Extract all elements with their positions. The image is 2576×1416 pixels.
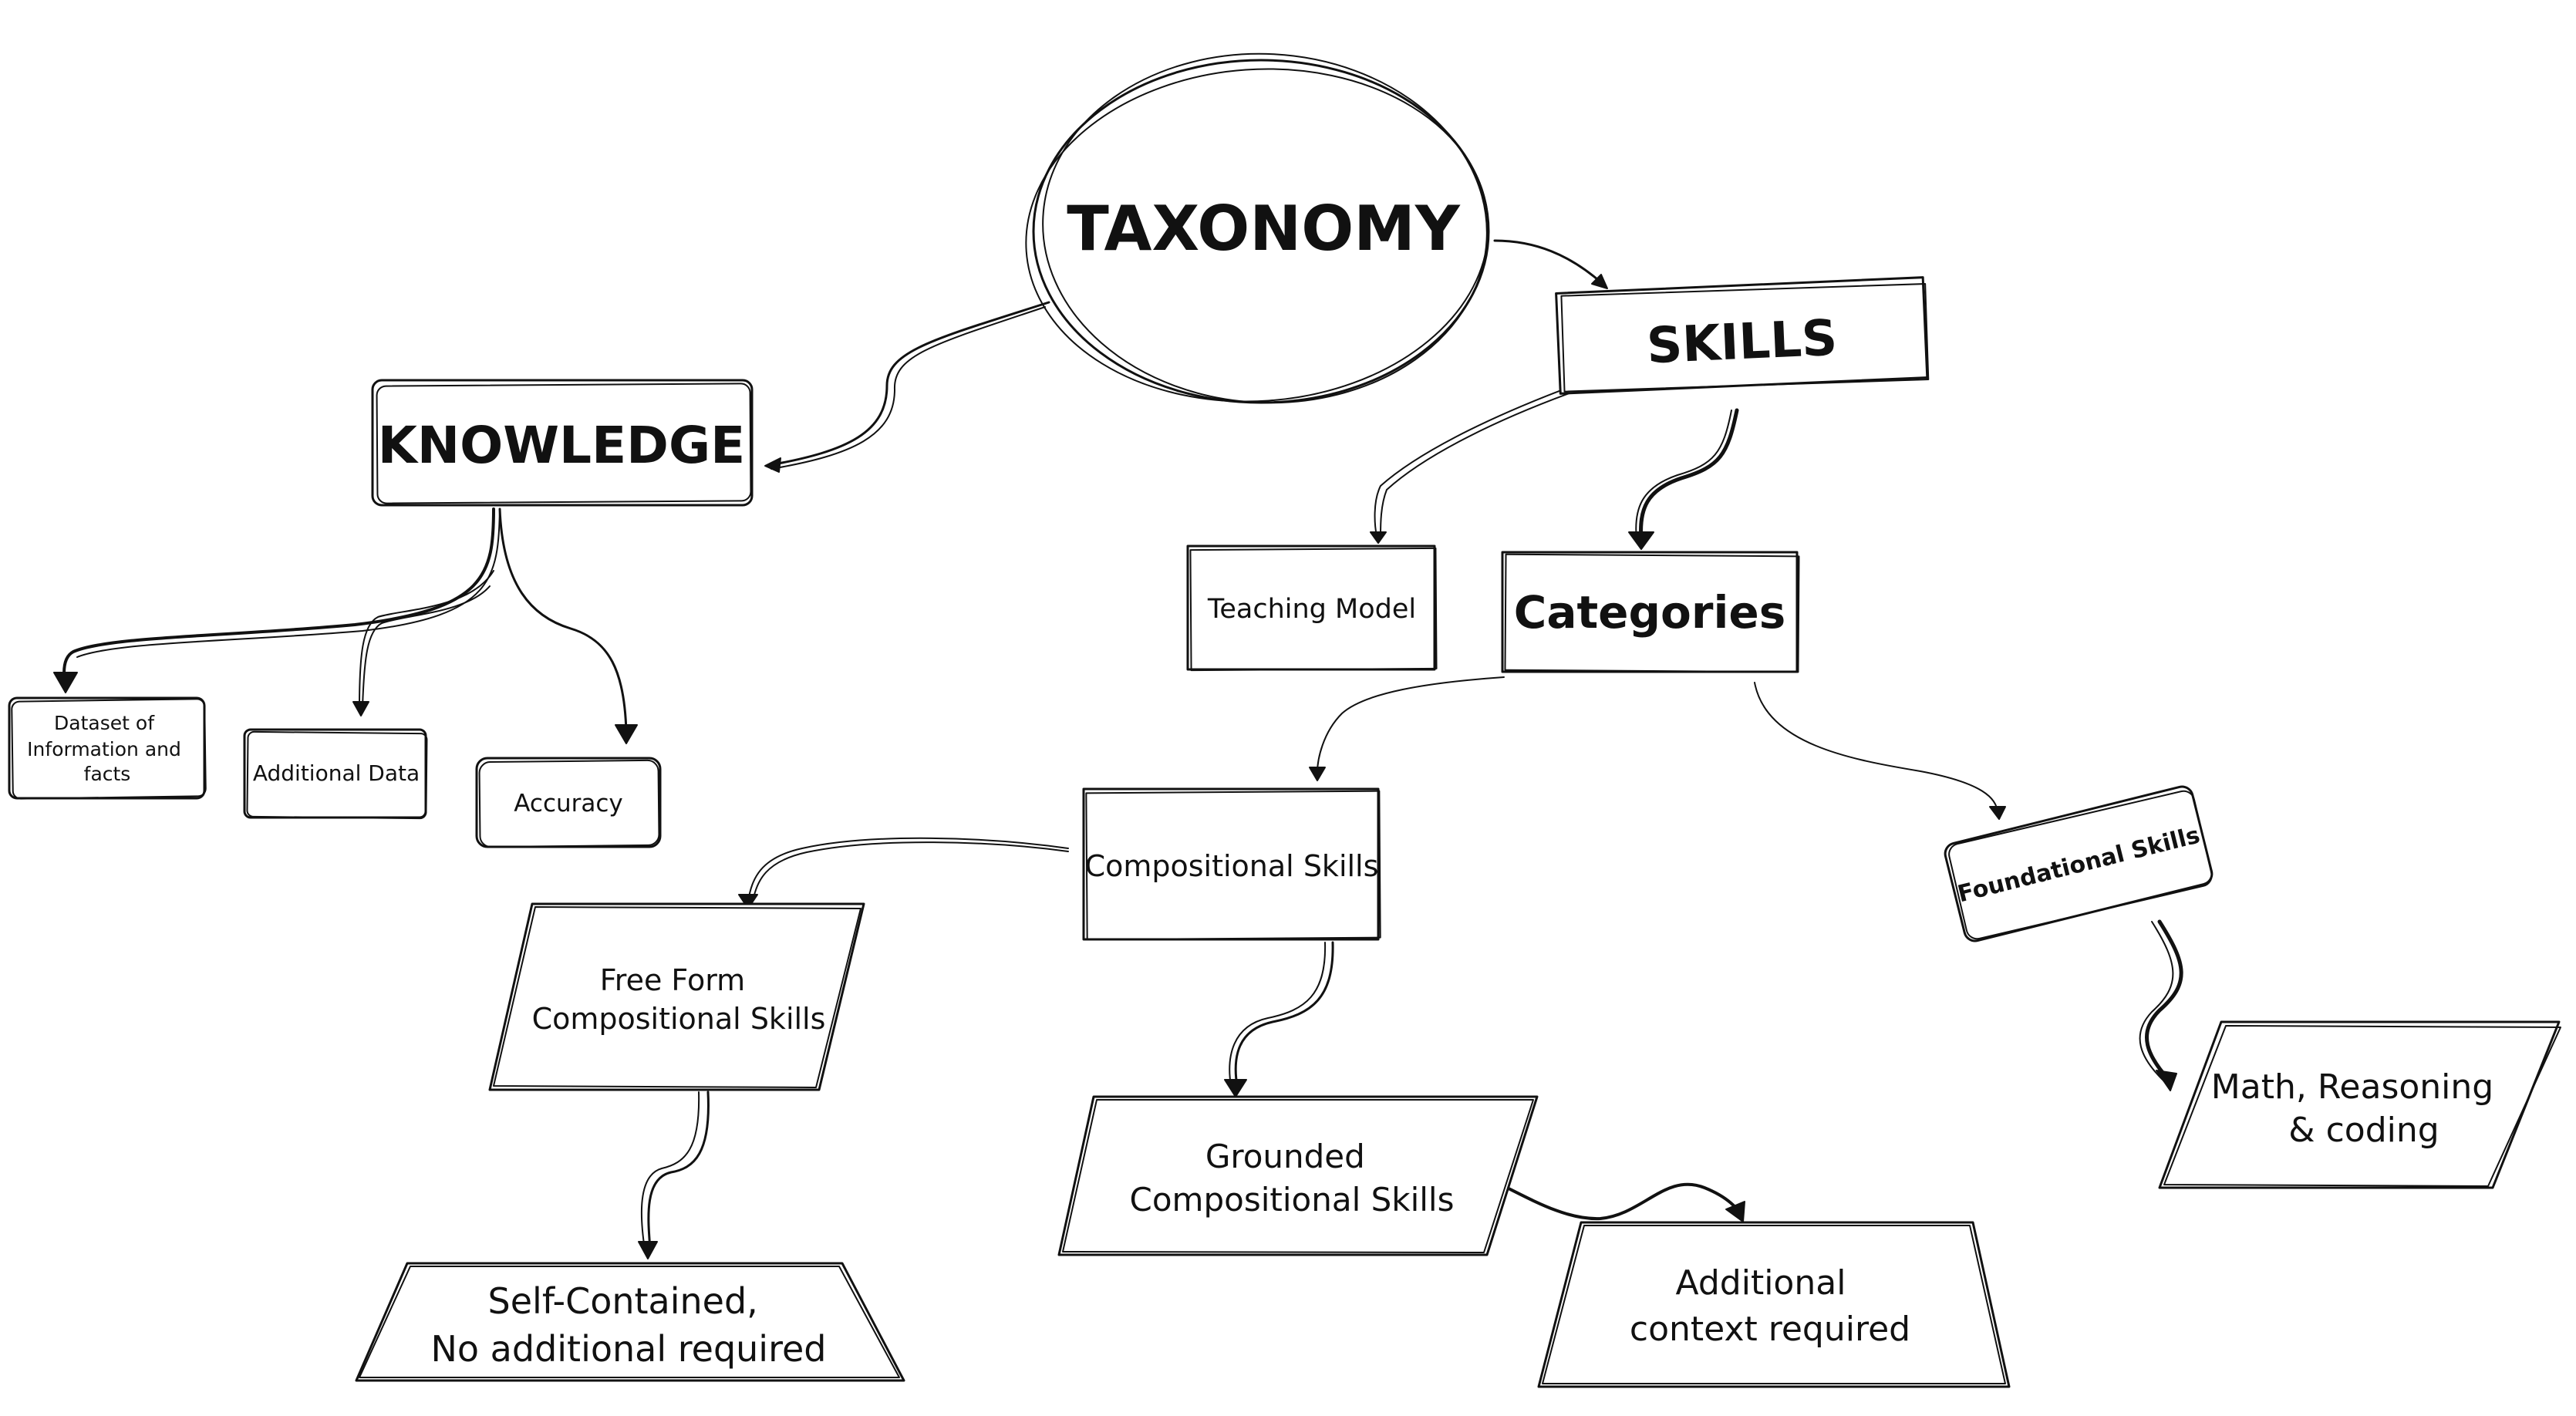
node-accuracy[interactable]: Accuracy [475, 757, 662, 848]
edge-freeform-selfcontained [638, 1091, 710, 1259]
node-grounded[interactable]: Grounded Compositional Skills [1057, 1095, 1539, 1256]
node-additional-data[interactable]: Additional Data [243, 728, 428, 820]
node-math-reasoning[interactable]: Math, Reasoning & coding [2158, 1020, 2561, 1189]
edges [53, 239, 2183, 1259]
node-compositional-skills[interactable]: Compositional Skills [1082, 787, 1381, 941]
edge-knowledge-dataset [53, 507, 501, 693]
node-taxonomy[interactable]: TAXONOMY [1015, 42, 1500, 416]
math-reasoning-label: Math, Reasoning & coding [2211, 1067, 2504, 1150]
edge-skills-teaching [1370, 385, 1574, 544]
node-dataset[interactable]: Dataset of Information and facts [8, 696, 207, 800]
free-form-label: Free Form Compositional Skills [532, 963, 826, 1036]
edge-compositional-freeform [738, 837, 1069, 909]
node-additional-context[interactable]: Additional context required [1537, 1221, 2011, 1388]
self-contained-label: Self-Contained, No additional required [431, 1280, 827, 1370]
categories-label: Categories [1514, 586, 1785, 639]
edge-categories-foundational [1754, 682, 2006, 820]
edge-categories-compositional [1309, 676, 1505, 781]
knowledge-label: KNOWLEDGE [378, 416, 745, 475]
teaching-model-label: Teaching Model [1207, 594, 1416, 625]
node-teaching-model[interactable]: Teaching Model [1186, 544, 1438, 672]
edge-taxonomy-knowledge [764, 301, 1050, 473]
node-knowledge[interactable]: KNOWLEDGE [371, 379, 754, 507]
node-free-form[interactable]: Free Form Compositional Skills [488, 902, 865, 1091]
additional-context-label: Additional context required [1630, 1263, 1910, 1349]
node-self-contained[interactable]: Self-Contained, No additional required [355, 1262, 905, 1382]
skills-label: SKILLS [1646, 310, 1839, 376]
edge-knowledge-accuracy [498, 507, 638, 744]
edge-foundational-math [2139, 919, 2183, 1091]
grounded-label: Grounded Compositional Skills [1130, 1138, 1455, 1219]
additional-data-label: Additional Data [253, 760, 420, 786]
edge-grounded-context [1493, 1180, 1745, 1222]
node-skills[interactable]: SKILLS [1555, 276, 1930, 396]
edge-knowledge-additional [352, 570, 494, 716]
edge-skills-categories [1628, 408, 1739, 550]
node-foundational-skills[interactable]: Foundational Skills [1943, 784, 2215, 945]
accuracy-label: Accuracy [514, 790, 623, 818]
node-categories[interactable]: Categories [1501, 551, 1800, 673]
taxonomy-label: TAXONOMY [1067, 193, 1461, 265]
edge-compositional-grounded [1224, 941, 1334, 1097]
compositional-skills-label: Compositional Skills [1085, 849, 1379, 883]
edge-taxonomy-skills [1493, 239, 1608, 289]
dataset-label: Dataset of Information and facts [27, 712, 187, 785]
